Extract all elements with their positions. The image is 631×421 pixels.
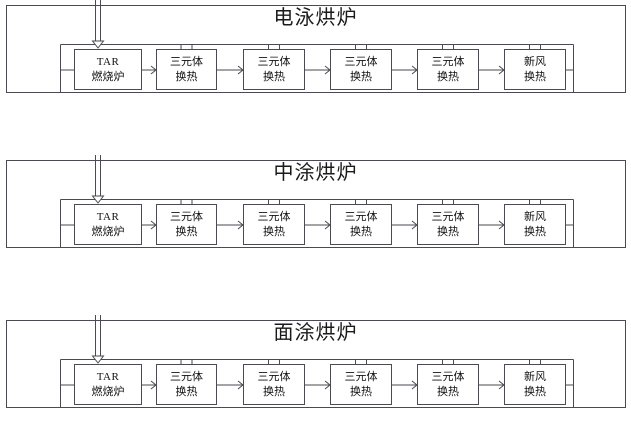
node-label-line2: 换热 <box>263 226 285 238</box>
exhaust-pipe-arrowhead <box>91 40 105 49</box>
node-label-line1: 三元体 <box>257 211 291 223</box>
exhaust-pipe-arrowhead <box>91 355 105 364</box>
node-ternary-hx-1[interactable]: 三元体换热 <box>156 364 217 405</box>
node-ternary-hx-2[interactable]: 三元体换热 <box>243 49 305 90</box>
node-tar-burner[interactable]: TAR 燃烧炉 <box>74 49 142 90</box>
node-label-line2: 换热 <box>350 226 372 238</box>
node-label-line1: 三元体 <box>431 56 465 68</box>
node-label-line1: 三元体 <box>344 211 378 223</box>
node-label-line1: TAR <box>96 56 120 68</box>
node-label-line2: 换热 <box>263 386 285 398</box>
node-label-line1: 三元体 <box>257 56 291 68</box>
node-ternary-hx-1[interactable]: 三元体换热 <box>156 49 217 90</box>
node-label-line1: 新风 <box>524 211 546 223</box>
node-label-line1: 新风 <box>524 371 546 383</box>
node-ternary-hx-4[interactable]: 三元体换热 <box>417 204 479 245</box>
node-ternary-hx-3[interactable]: 三元体换热 <box>330 204 392 245</box>
panel-lines <box>6 155 626 248</box>
exhaust-pipe-arrowhead <box>91 195 105 204</box>
panel-lines <box>6 315 626 408</box>
node-label-line2: 燃烧炉 <box>91 226 125 238</box>
node-label-line1: TAR <box>96 371 120 383</box>
node-label-line1: TAR <box>96 211 120 223</box>
node-label-line1: 三元体 <box>170 211 203 223</box>
node-ternary-hx-3[interactable]: 三元体换热 <box>330 49 392 90</box>
node-label-line1: 三元体 <box>431 211 465 223</box>
node-tar-burner[interactable]: TAR 燃烧炉 <box>74 204 142 245</box>
node-label-line1: 三元体 <box>344 371 378 383</box>
oven-outer-frame <box>6 320 626 408</box>
node-label-line2: 换热 <box>175 386 198 398</box>
node-label-line2: 换热 <box>437 71 459 83</box>
node-ternary-hx-3[interactable]: 三元体换热 <box>330 364 392 405</box>
node-label-line1: 三元体 <box>170 371 203 383</box>
node-label-line2: 换热 <box>437 226 459 238</box>
oven-outer-frame <box>6 5 626 93</box>
node-label-line1: 三元体 <box>170 56 203 68</box>
node-label-line1: 三元体 <box>257 371 291 383</box>
node-tar-burner[interactable]: TAR 燃烧炉 <box>74 364 142 405</box>
panel-title: 中涂烘炉 <box>273 162 358 184</box>
node-label-line2: 换热 <box>175 71 198 83</box>
node-label-line2: 换热 <box>350 386 372 398</box>
node-label-line2: 换热 <box>524 386 546 398</box>
node-ternary-hx-2[interactable]: 三元体换热 <box>243 204 305 245</box>
node-label-line2: 换热 <box>437 386 459 398</box>
panel-title: 电泳烘炉 <box>273 7 358 29</box>
node-label-line1: 新风 <box>524 56 546 68</box>
oven-outer-frame <box>6 160 626 248</box>
panel-lines <box>6 0 626 93</box>
node-fresh-air-hx[interactable]: 新风换热 <box>504 364 566 405</box>
node-label-line2: 换热 <box>524 226 546 238</box>
node-label-line2: 换热 <box>524 71 546 83</box>
node-label-line2: 燃烧炉 <box>91 71 125 83</box>
node-ternary-hx-4[interactable]: 三元体换热 <box>417 364 479 405</box>
node-label-line1: 三元体 <box>344 56 378 68</box>
node-label-line2: 换热 <box>350 71 372 83</box>
node-ternary-hx-4[interactable]: 三元体换热 <box>417 49 479 90</box>
node-fresh-air-hx[interactable]: 新风换热 <box>504 49 566 90</box>
node-label-line2: 燃烧炉 <box>91 386 125 398</box>
panel-title: 面涂烘炉 <box>273 322 358 344</box>
node-label-line1: 三元体 <box>431 371 465 383</box>
node-label-line2: 换热 <box>263 71 285 83</box>
node-ternary-hx-2[interactable]: 三元体换热 <box>243 364 305 405</box>
node-ternary-hx-1[interactable]: 三元体换热 <box>156 204 217 245</box>
node-label-line2: 换热 <box>175 226 198 238</box>
node-fresh-air-hx[interactable]: 新风换热 <box>504 204 566 245</box>
